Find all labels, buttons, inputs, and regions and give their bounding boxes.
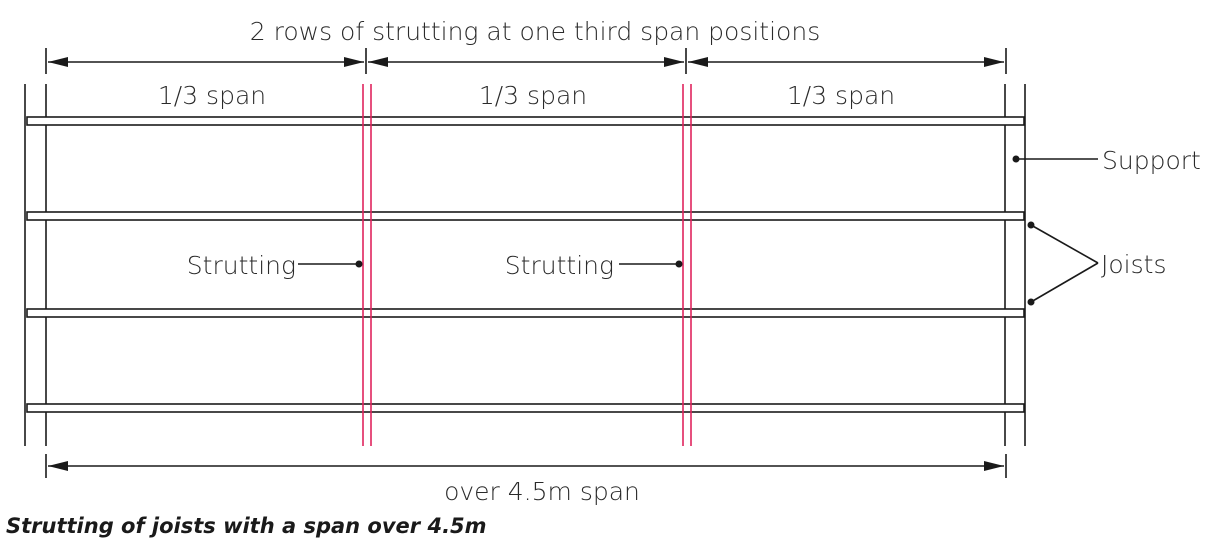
joist-4 — [26, 403, 1025, 413]
joists-label: Joists — [1101, 250, 1166, 279]
strutting-label-left: Strutting — [187, 251, 296, 280]
joist-3 — [26, 308, 1025, 318]
joists — [26, 116, 1025, 413]
top-dimension-label: 2 rows of strutting at one third span po… — [250, 17, 820, 46]
bottom-dimension — [45, 454, 1007, 478]
support-left — [24, 84, 47, 446]
joists-callout — [1027, 221, 1099, 306]
strutting-row-2 — [682, 84, 692, 446]
figure-caption: Strutting of joists with a span over 4.5… — [6, 514, 487, 538]
strutting-row-1 — [362, 84, 372, 446]
support-callout — [1012, 155, 1098, 163]
strutting-callout-right — [619, 260, 683, 268]
strutting-callout-left — [298, 260, 363, 268]
segment-label-1: 1/3 span — [158, 81, 266, 110]
segment-label-3: 1/3 span — [787, 81, 895, 110]
segment-label-2: 1/3 span — [479, 81, 587, 110]
bottom-dimension-label: over 4.5m span — [444, 477, 640, 506]
top-dimension — [45, 48, 1007, 74]
joist-1 — [26, 116, 1025, 126]
support-right — [1004, 84, 1026, 446]
support-label: Support — [1102, 146, 1201, 175]
strutting-label-right: Strutting — [505, 251, 614, 280]
joist-2 — [26, 211, 1025, 221]
